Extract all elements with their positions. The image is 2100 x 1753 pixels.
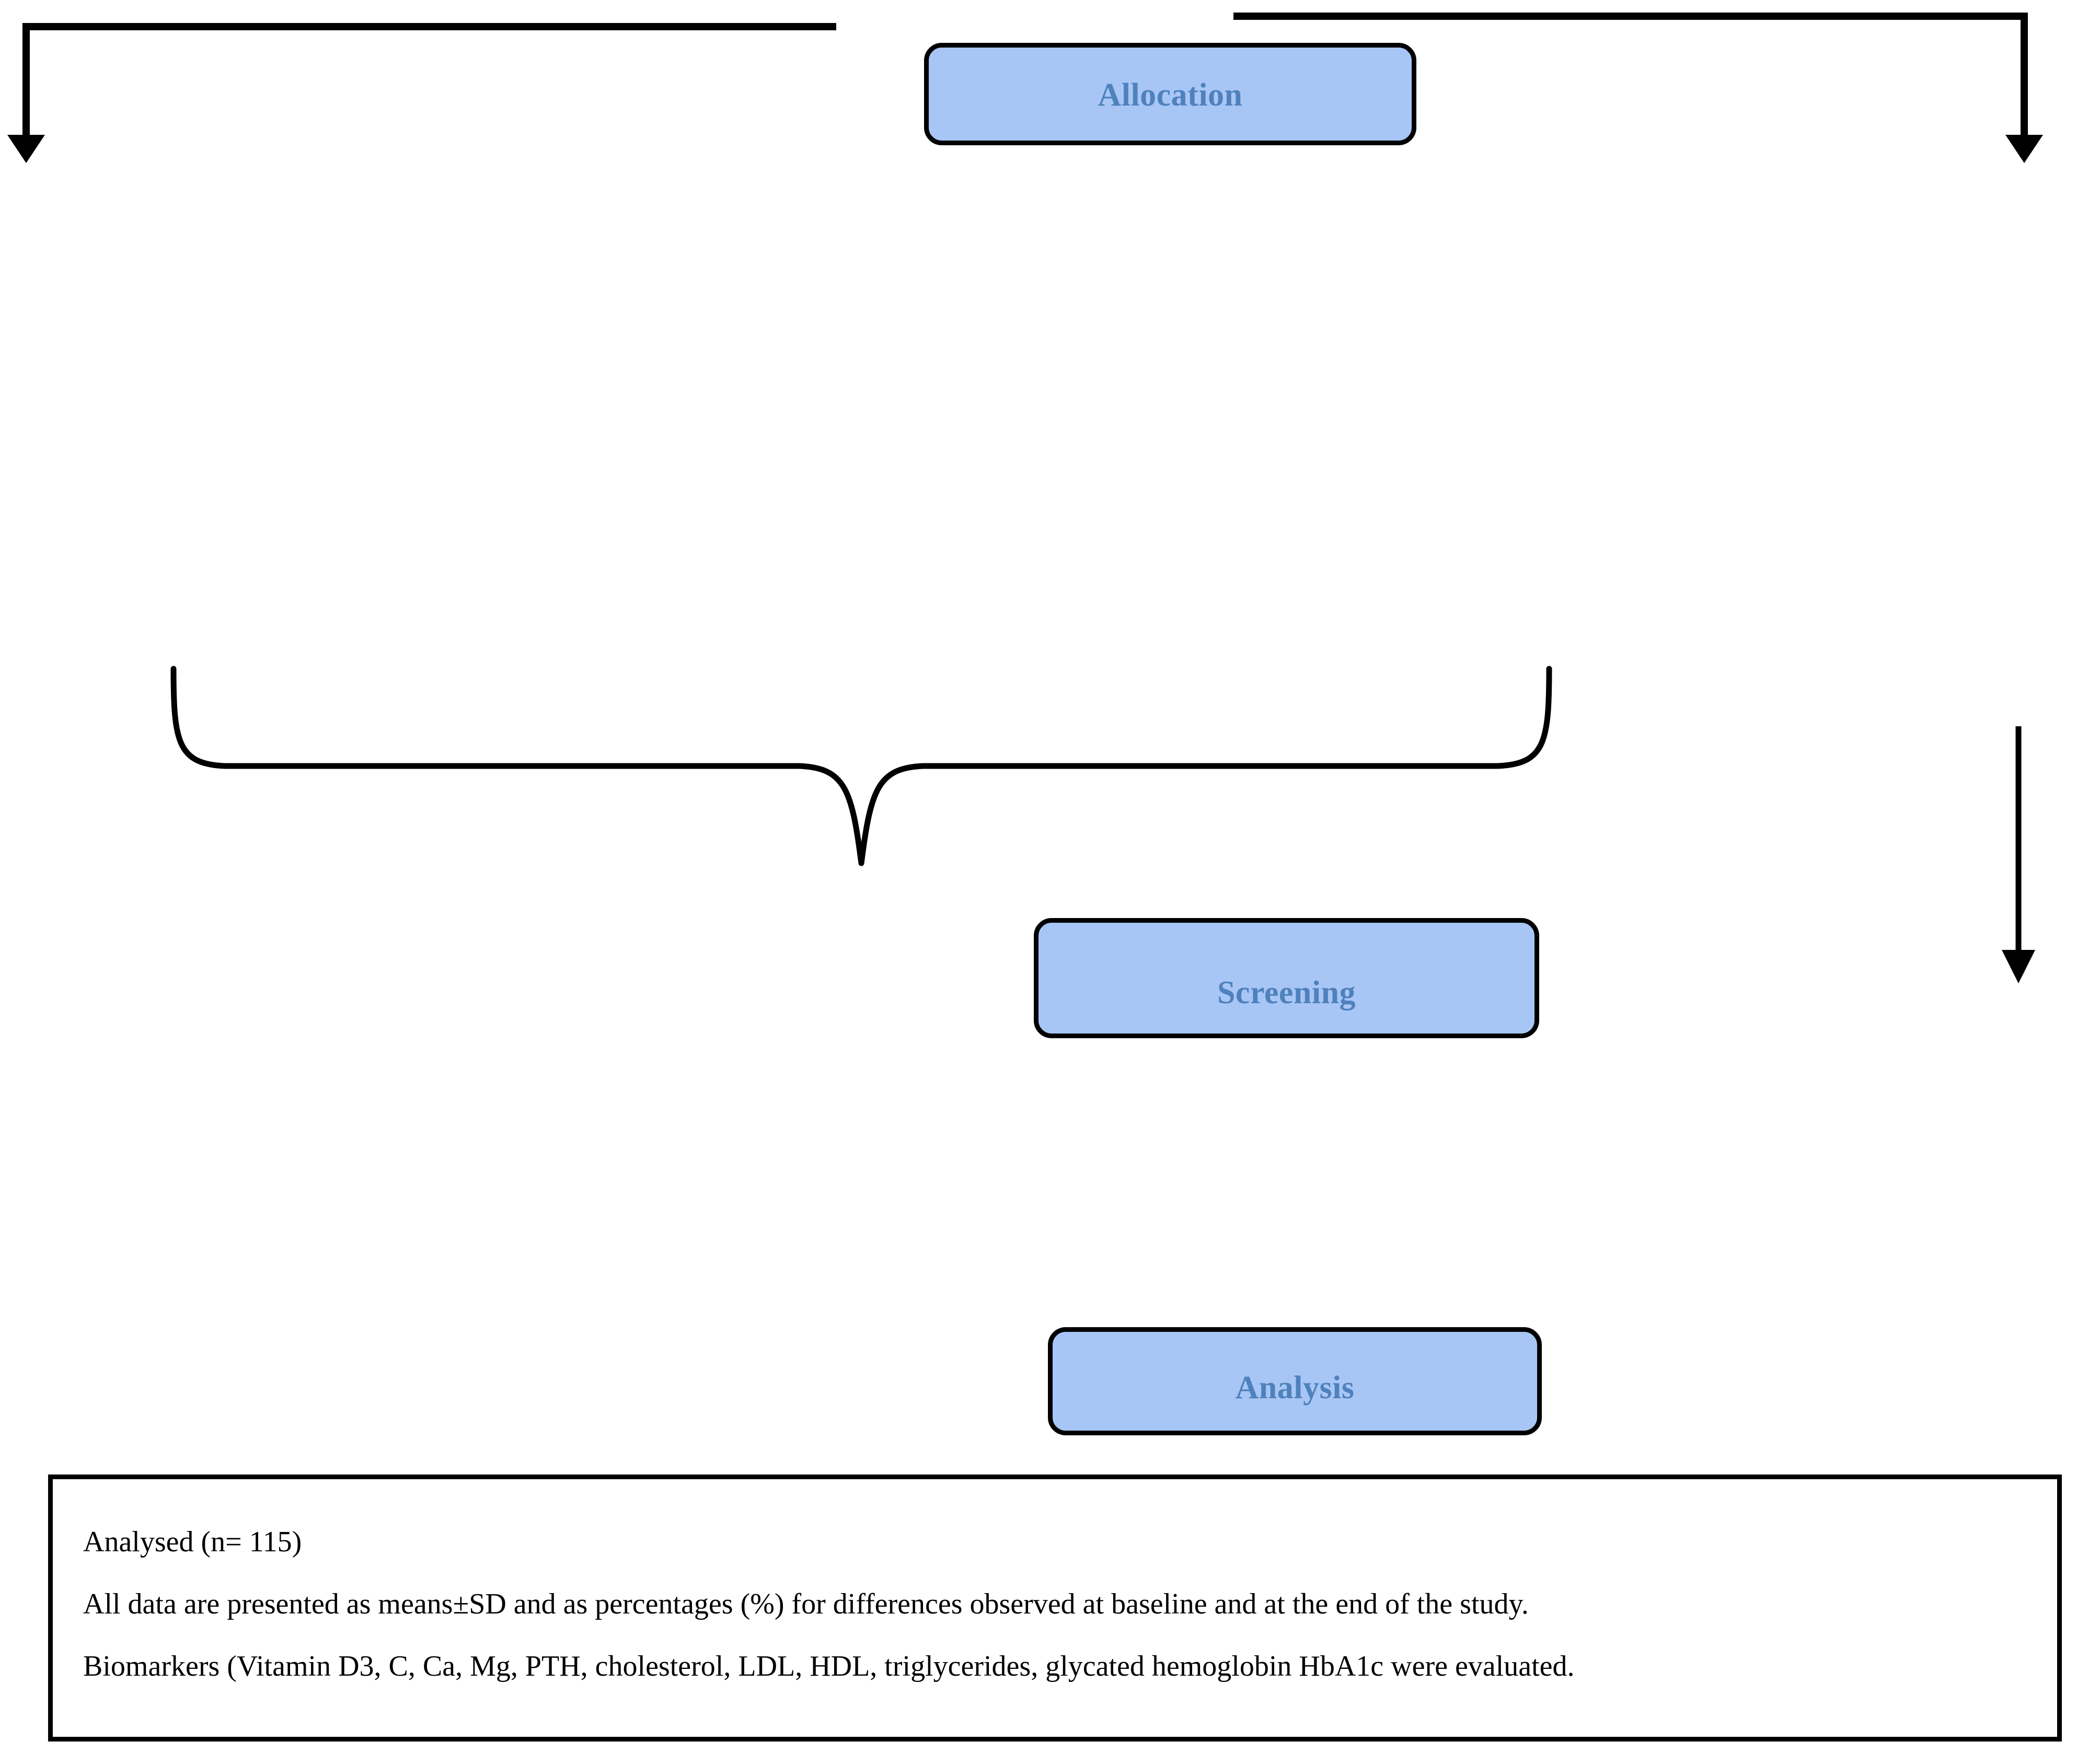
analysis-note-box: Analysed (n= 115) All data are presented… [48,1475,2062,1742]
analysis-note-line-analysed-count: Analysed (n= 115) [83,1526,302,1558]
analysis-note-line-biomarkers: Biomarkers (Vitamin D3, C, Ca, Mg, PTH, … [83,1650,1575,1682]
left-branch-arrow [7,23,836,163]
stage-label-screening: Screening [1217,975,1356,1011]
brace-to-screening-icon [170,666,1552,866]
stage-label-analysis: Analysis [1235,1369,1355,1406]
stage-box-screening[interactable]: Screening [1034,918,1539,1038]
stage-box-analysis[interactable]: Analysis [1048,1327,1542,1435]
right-long-arrow [2002,726,2035,983]
stage-label-allocation: Allocation [1098,77,1243,113]
analysis-note-line-statistics: All data are presented as means±SD and a… [83,1588,1529,1620]
right-branch-arrow [1233,13,2043,163]
stage-box-allocation[interactable]: Allocation [924,43,1416,145]
